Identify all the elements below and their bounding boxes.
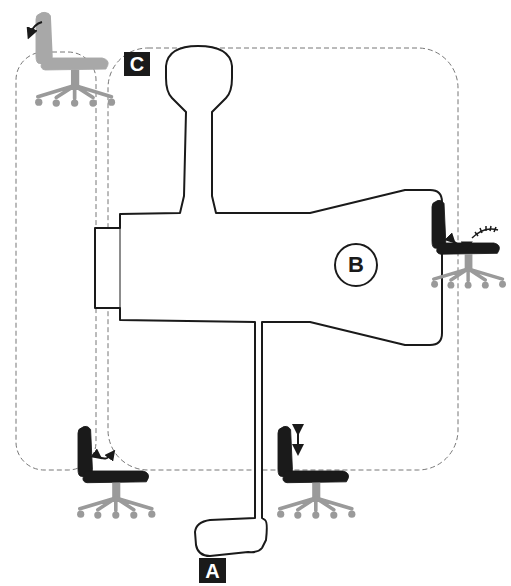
chair-figure <box>77 426 155 518</box>
callout-letter-circle: B <box>334 243 378 287</box>
tilt-arrow <box>30 22 42 34</box>
callout-letter-box: A <box>199 558 226 583</box>
tension-knob-icon <box>472 226 498 238</box>
chair-figure <box>35 12 115 106</box>
tension-arrow <box>452 240 468 245</box>
height-arrow <box>297 430 299 450</box>
callout-letter: A <box>205 561 219 581</box>
callout-letter: B <box>348 254 364 276</box>
chair-figure <box>277 426 355 518</box>
dashed-region <box>16 52 96 470</box>
chair-backrest <box>38 12 53 63</box>
backrest-angle-arrow <box>98 454 112 459</box>
chair-figure <box>431 200 506 288</box>
mechanism-edge <box>120 228 121 308</box>
callout-letter: C <box>130 54 144 74</box>
callout-letter-box: C <box>124 52 150 76</box>
